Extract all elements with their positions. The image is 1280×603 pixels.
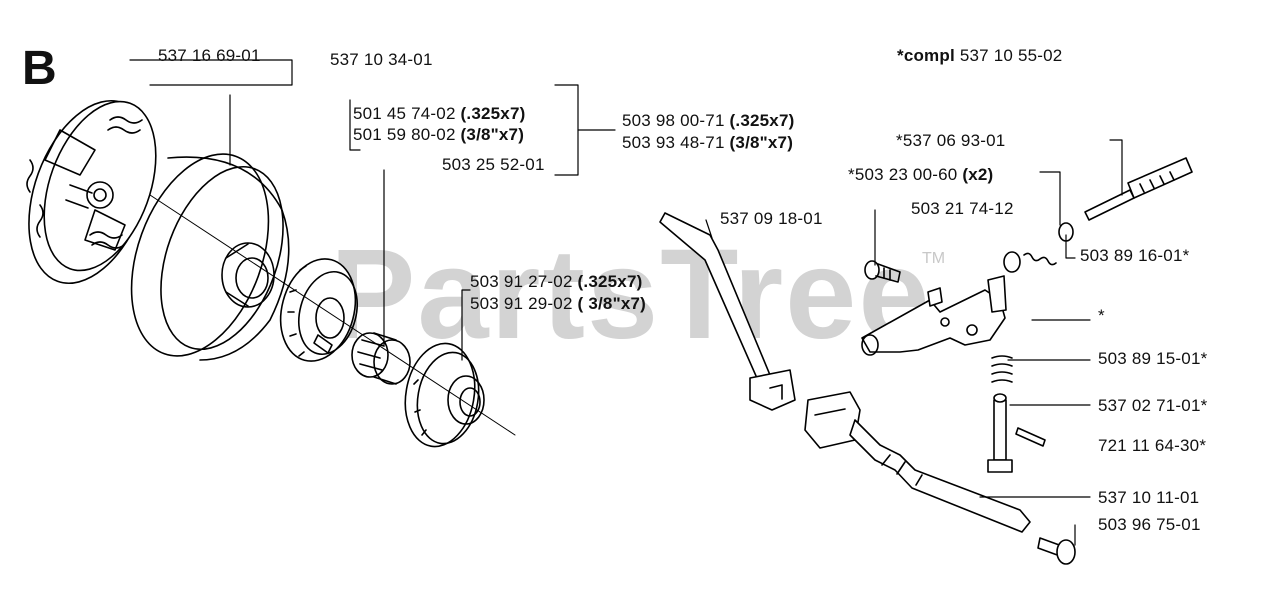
drive-sprocket <box>404 342 485 448</box>
part-label-p4: 501 59 80-02 (3/8"x7) <box>353 125 525 144</box>
threaded-adjuster <box>1084 157 1193 221</box>
part-label-p21: 503 96 75-01 <box>1098 515 1201 534</box>
part-label-p5: 503 25 52-01 <box>442 155 545 174</box>
part-label-p19: 721 11 64-30* <box>1098 436 1207 455</box>
part-label-p3: 501 45 74-02 (.325x7) <box>353 104 526 123</box>
part-label-p14: 537 09 18-01 <box>720 209 823 228</box>
part-label-p20: 537 10 11-01 <box>1098 488 1200 507</box>
part-label-p15: 503 89 16-01* <box>1080 246 1190 265</box>
part-label-p12: *503 23 00-60 (x2) <box>848 165 994 184</box>
clutch-drum <box>130 153 290 361</box>
adjuster-rod <box>659 212 796 411</box>
bracket-screw <box>864 260 901 283</box>
tensioner-bracket <box>861 275 1007 356</box>
watermark: PartsTree <box>330 223 932 366</box>
part-label-p8: 503 91 27-02 (.325x7) <box>470 272 643 291</box>
part-label-p10: *compl 537 10 55-02 <box>897 46 1063 65</box>
section-letter: B <box>22 42 57 95</box>
clutch-assembly <box>26 99 157 285</box>
part-label-p11: *537 06 93-01 <box>896 131 1006 150</box>
leader-lines <box>129 59 1123 546</box>
part-label-p18: 537 02 71-01* <box>1098 396 1208 415</box>
adjuster-screw <box>1037 537 1076 565</box>
needle-bearing <box>351 332 411 385</box>
watermark-trademark: TM <box>922 250 946 267</box>
part-label-p13: 503 21 74-12 <box>911 199 1014 218</box>
part-label-p1: 537 16 69-01 <box>158 46 261 65</box>
part-label-p6: 503 98 00-71 (.325x7) <box>622 111 795 130</box>
part-label-p17: 503 89 15-01* <box>1098 349 1208 368</box>
part-label-p7: 503 93 48-71 (3/8"x7) <box>622 133 794 152</box>
part-label-p9: 503 91 29-02 ( 3/8"x7) <box>470 294 646 313</box>
rim-sprocket <box>279 258 358 362</box>
part-label-p16: * <box>1098 306 1105 325</box>
oil-pump-driver <box>804 391 1031 533</box>
tensioner-pin <box>987 393 1046 473</box>
part-label-p2: 537 10 34-01 <box>330 50 433 69</box>
